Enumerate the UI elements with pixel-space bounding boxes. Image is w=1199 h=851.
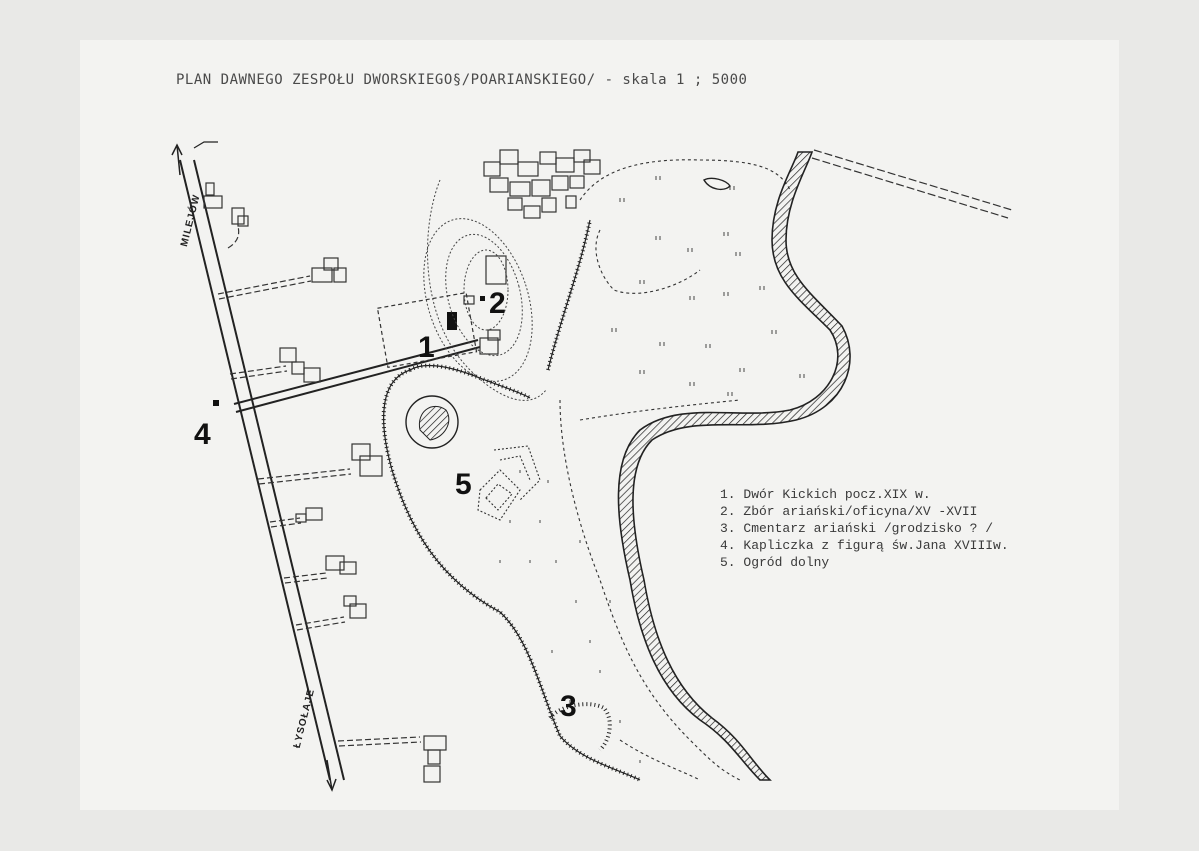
- meadow-boundary: [559, 159, 791, 781]
- causeway: [811, 149, 1013, 219]
- legend-item: 2. Zbór ariański/oficyna/XV -XVII: [720, 504, 978, 519]
- access-road: [233, 339, 481, 413]
- manor-enclosure: [376, 291, 478, 369]
- marker-2: 2: [489, 287, 506, 320]
- escarpment-hatching: [381, 219, 641, 782]
- river: [617, 151, 851, 781]
- village-buildings: [463, 149, 601, 355]
- road-buildings: [203, 182, 447, 783]
- marker-1: 1: [418, 331, 435, 364]
- side-lanes: [217, 225, 422, 747]
- meadow-marks: [499, 176, 805, 763]
- manor-house-block: [447, 312, 457, 330]
- lower-garden-paths: [477, 445, 541, 521]
- map-title: PLAN DAWNEGO ZESPOŁU DWORSKIEGO§/POARIAN…: [176, 72, 748, 88]
- chapel-block: [213, 400, 219, 406]
- legend-item: 4. Kapliczka z figurą św.Jana XVIIIw.: [720, 538, 1009, 553]
- mound: [405, 395, 459, 449]
- legend-item: 1. Dwór Kickich pocz.XIX w.: [720, 487, 931, 502]
- legend-item: 3. Cmentarz ariański /grodzisko ? /: [720, 521, 994, 536]
- escarpment: [383, 219, 641, 781]
- corner-bracket: [193, 141, 218, 149]
- map-legend: 1. Dwór Kickich pocz.XIX w. 2. Zbór aria…: [720, 486, 1009, 571]
- marker-2-block: [480, 296, 485, 301]
- marker-3: 3: [560, 690, 577, 723]
- legend-item: 5. Ogród dolny: [720, 555, 830, 570]
- marker-5: 5: [455, 468, 472, 501]
- main-road: [179, 159, 345, 781]
- road-arrows: [171, 143, 337, 792]
- marker-4: 4: [194, 418, 211, 451]
- contours: [423, 179, 547, 401]
